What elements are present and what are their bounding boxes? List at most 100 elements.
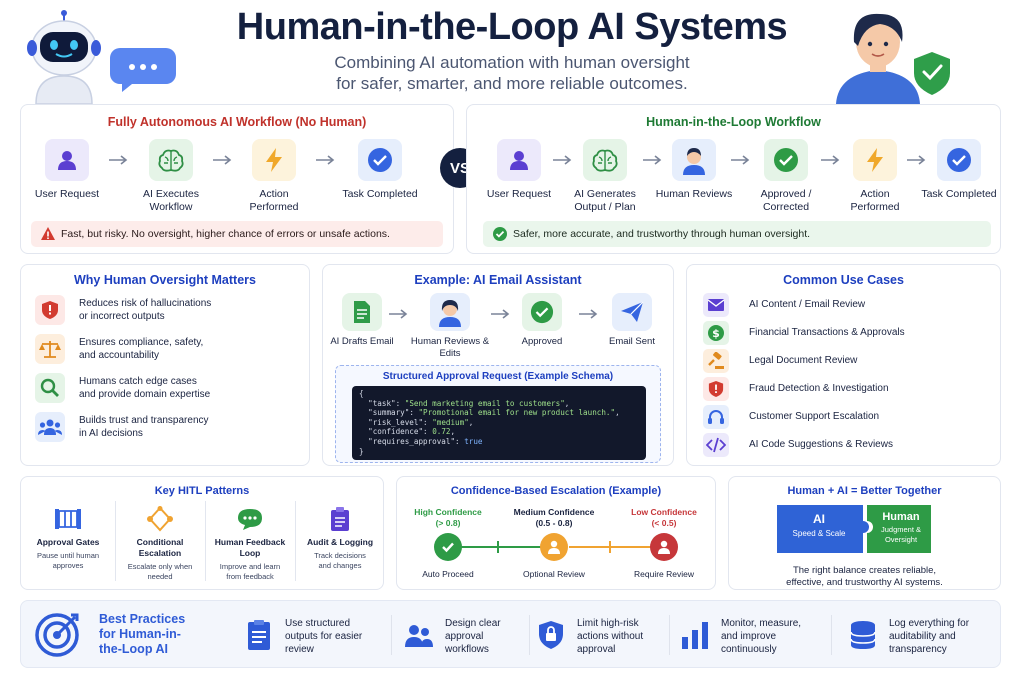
- use-case-label: AI Code Suggestions & Reviews: [749, 439, 893, 450]
- header: Human-in-the-Loop AI Systems Combining A…: [0, 0, 1024, 104]
- subtitle-line-2: for safer, smarter, and more reliable ou…: [336, 74, 688, 93]
- puzzle-icon: [777, 505, 931, 553]
- arrow-right-icon: [579, 309, 598, 319]
- use-case-item: Legal Document Review: [703, 349, 983, 373]
- together-card: Human + AI = Better Together AI Speed & …: [728, 476, 1001, 590]
- checklist-icon: [248, 620, 270, 650]
- envelope-icon: [703, 293, 729, 317]
- human-sub-line: Judgment &: [880, 525, 922, 534]
- branch-icon: [145, 505, 175, 533]
- code-key: "task": [368, 398, 396, 408]
- patterns-title: Key HITL Patterns: [154, 485, 250, 497]
- hitl-workflow-card: Human-in-the-Loop Workflow User Request …: [466, 104, 1001, 254]
- code-key: "requires_approval": [368, 436, 456, 446]
- brain-icon: [149, 139, 193, 181]
- divider: [391, 615, 392, 655]
- page-subtitle: Combining AI automation with human overs…: [0, 52, 1024, 94]
- pattern-item: Conditional Escalation Escalate only whe…: [117, 505, 203, 582]
- use-case-item: Customer Support Escalation: [703, 405, 983, 429]
- pattern-desc-line: Pause until human: [36, 551, 100, 560]
- autonomous-workflow-card: Fully Autonomous AI Workflow (No Human) …: [20, 104, 454, 254]
- autonomous-workflow-title: Fully Autonomous AI Workflow (No Human): [107, 115, 367, 129]
- bp-line: actions without: [577, 631, 644, 642]
- use-case-item: AI Code Suggestions & Reviews: [703, 433, 983, 457]
- success-text: Safer, more accurate, and trustworthy th…: [513, 228, 811, 240]
- bp-line: Design clear: [445, 618, 501, 629]
- arrow-right-icon: [213, 155, 232, 165]
- divider: [669, 615, 670, 655]
- check-circle-icon: [522, 293, 562, 331]
- use-cases-title: Common Use Cases: [783, 273, 904, 287]
- together-caption: The right balance creates reliable, effe…: [729, 565, 1000, 589]
- step-label: AI Generates Output / Plan: [574, 188, 636, 213]
- arrow-right-icon: [821, 155, 840, 165]
- ai-label: AI: [813, 512, 825, 526]
- gavel-icon: [703, 349, 729, 373]
- level-action: Auto Proceed: [422, 569, 474, 579]
- warning-text: Fast, but risky. No oversight, higher ch…: [61, 228, 390, 240]
- autonomous-step-user-request: User Request: [28, 139, 106, 201]
- hitl-success-note: Safer, more accurate, and trustworthy th…: [483, 221, 991, 247]
- robot-icon: [27, 10, 176, 104]
- best-practices-card: Best Practices for Human-in- the-Loop AI…: [20, 600, 1001, 668]
- email-assistant-title: Example: AI Email Assistant: [414, 273, 582, 287]
- arrow-right-icon: [316, 155, 335, 165]
- warning-icon: [41, 227, 55, 240]
- database-icon: [850, 621, 876, 649]
- pattern-name: Human Feedback Loop: [214, 537, 286, 558]
- lock-shield-icon: [539, 621, 563, 649]
- confidence-level-high: High Confidence (> 0.8): [403, 507, 493, 529]
- pattern-name: Audit & Logging: [306, 537, 374, 547]
- approval-schema-box: Structured Approval Request (Example Sch…: [335, 365, 661, 463]
- level-name: Medium Confidence: [513, 507, 595, 517]
- bp-line: continuously: [721, 644, 777, 655]
- divider: [295, 501, 296, 581]
- arrow-right-icon: [491, 309, 510, 319]
- step-label: Approved: [521, 336, 563, 347]
- gate-icon: [53, 505, 83, 533]
- reason-line: and provide domain expertise: [79, 389, 211, 400]
- bp-line: Use structured: [285, 618, 351, 629]
- reason-line: Ensures compliance, safety,: [79, 337, 204, 348]
- divider: [831, 615, 832, 655]
- user-icon: [45, 139, 89, 181]
- level-name: High Confidence: [414, 507, 482, 517]
- bp-line: Log everything for: [889, 618, 970, 629]
- page-title: Human-in-the-Loop AI Systems: [236, 6, 788, 48]
- target-icon: [35, 613, 79, 657]
- confidence-title: Confidence-Based Escalation (Example): [450, 485, 662, 497]
- code-icon: [703, 433, 729, 457]
- step-label: User Request: [486, 188, 552, 200]
- shield-icon: [703, 377, 729, 401]
- reason-line: and accountability: [79, 350, 160, 361]
- human-label: Human: [882, 511, 920, 523]
- code-string: "Promotional email for new product launc…: [418, 408, 616, 418]
- bp-line: transparency: [889, 644, 947, 655]
- arrow-right-icon: [389, 309, 408, 319]
- human-piece: Human Judgment &Oversight: [867, 511, 935, 545]
- step-label: Email Sent: [609, 336, 655, 347]
- title-line: Best Practices: [99, 612, 186, 626]
- use-cases-card: Common Use Cases AI Content / Email Revi…: [686, 264, 1001, 466]
- scale-tick: [497, 541, 499, 553]
- code-string: "Send marketing email to customers": [404, 398, 565, 408]
- ai-piece: AI Speed & Scale: [775, 512, 863, 538]
- step-label: Human Reviews: [655, 188, 733, 200]
- hitl-workflow-title: Human-in-the-Loop Workflow: [646, 115, 821, 129]
- step-label: Human Reviews & Edits: [410, 336, 490, 359]
- dollar-icon: $: [703, 321, 729, 345]
- check-circle-icon: [493, 227, 507, 241]
- subtitle-line-1: Combining AI automation with human overs…: [334, 53, 690, 72]
- bp-line: approval: [577, 644, 616, 655]
- confidence-level-low: Low Confidence (< 0.5): [619, 507, 709, 529]
- caption-line: effective, and trustworthy AI systems.: [786, 577, 943, 588]
